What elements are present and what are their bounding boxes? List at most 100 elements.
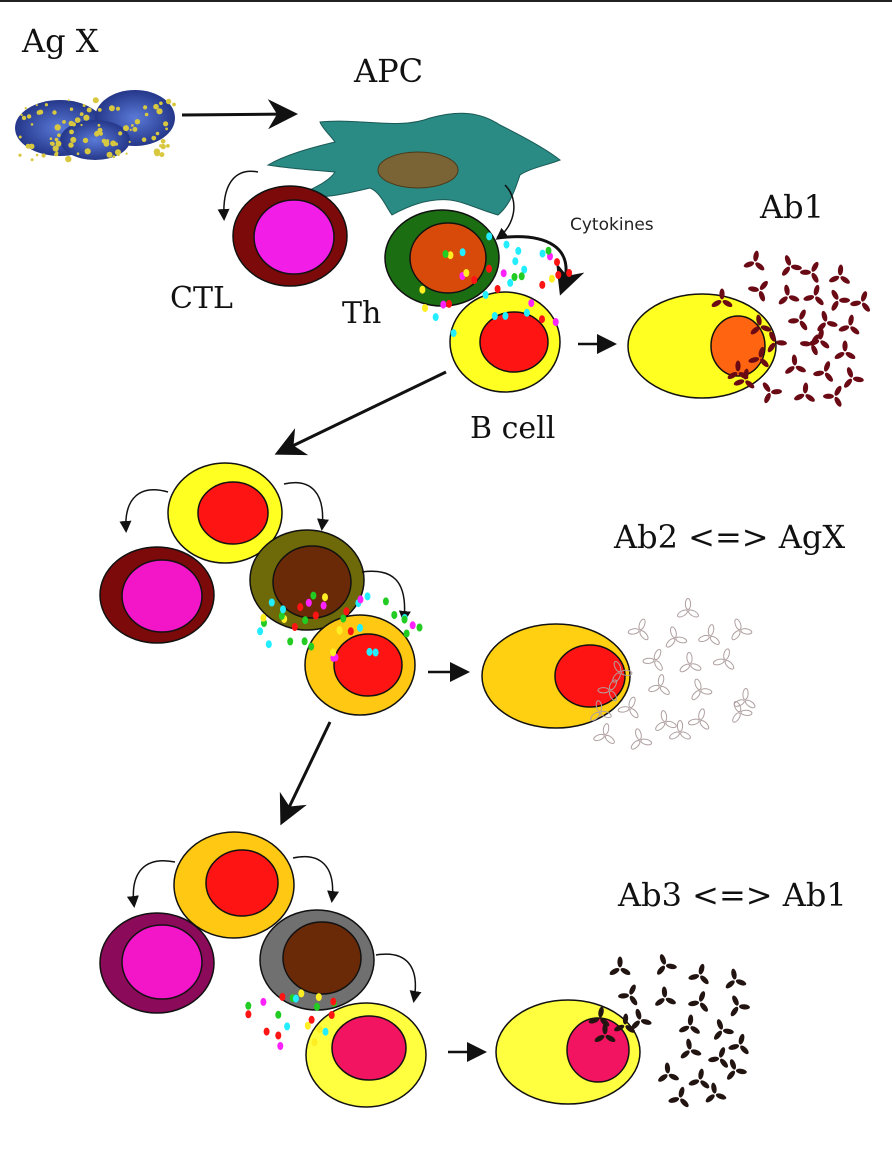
protein-speckle (141, 137, 147, 142)
cytokine-dot (554, 258, 560, 267)
antibody-icon (650, 950, 679, 977)
antibody-icon (797, 256, 828, 286)
cytokine-dot (297, 603, 304, 612)
antibody-icon (687, 1066, 714, 1091)
protein-speckle (115, 149, 121, 156)
cytokine-dot (416, 623, 423, 632)
cytokine-dot (330, 997, 337, 1006)
protein-speckle (68, 142, 74, 148)
cytokine-dot (511, 273, 518, 281)
antibody-icon (785, 304, 816, 333)
protein-speckle (28, 143, 35, 150)
protein-speckle (49, 141, 54, 145)
cytokine-dot (328, 1011, 335, 1019)
cytokine-dot (305, 598, 312, 607)
cytokine-dot (310, 591, 317, 600)
cytokine-dot (298, 989, 305, 998)
cytokine-dot (257, 627, 264, 636)
protein-speckle (108, 105, 115, 112)
bcell-nucleus-1 (479, 311, 549, 373)
antibody-icon (822, 284, 853, 314)
cytokine-dot (486, 232, 493, 241)
protein-speckle (110, 140, 117, 147)
cytokine-dot (292, 994, 299, 1003)
cytokine-dot (322, 593, 328, 602)
cytokine-dot (301, 637, 308, 646)
antibody-icon (675, 598, 701, 620)
cytokine-dot (357, 623, 363, 632)
protein-speckle (18, 135, 22, 139)
antibody-icon (686, 960, 715, 987)
protein-speckle (30, 158, 34, 162)
antibody-icon (745, 273, 777, 304)
protein-speckle (131, 124, 134, 127)
protein-speckle (20, 113, 23, 117)
antigen-protein-image (15, 90, 176, 163)
antibody-icon (686, 705, 715, 732)
cytokine-dot (245, 1001, 252, 1010)
protein-speckle (83, 114, 90, 121)
cytokine-dot (304, 1021, 311, 1030)
cytokine-dot (500, 269, 507, 278)
cytokine-dot (315, 993, 322, 1002)
cytokine-dot (545, 246, 552, 255)
antibody-icon (686, 987, 715, 1014)
protein-speckle (74, 117, 81, 123)
protein-speckle (55, 140, 62, 147)
cytokine-dot (521, 265, 528, 274)
antigen-label: Ag X (21, 22, 99, 60)
cytokine-dot (491, 312, 498, 320)
cytokine-dot (275, 1031, 282, 1040)
protein-speckle (65, 155, 72, 163)
antibody-icon (684, 674, 715, 703)
cytokine-dot (459, 248, 466, 257)
protein-speckle (98, 131, 103, 136)
protein-speckle (49, 137, 53, 140)
cytokine-dot (482, 290, 489, 299)
protein-speckle (86, 107, 92, 113)
protein-speckle (80, 123, 83, 127)
cytokine-dot (512, 257, 519, 266)
ab3-label: Ab3 <=> Ab1 (617, 876, 847, 914)
cytokine-dot (528, 299, 535, 308)
apc-to-th-arrow (495, 184, 515, 240)
cytokine-dot (391, 611, 398, 619)
antibody-icon (742, 248, 769, 273)
cytokine-dot (275, 1010, 282, 1019)
bcell3-to-ctl-arrow (126, 860, 176, 908)
cytokine-dot (471, 276, 478, 284)
protein-speckle (129, 128, 132, 131)
antibody-icon (837, 363, 866, 390)
ctl-label: CTL (170, 281, 233, 316)
protein-speckle (52, 145, 59, 152)
protein-speckle (160, 138, 166, 144)
protein-speckle (97, 123, 101, 127)
antibody-icon (807, 326, 834, 351)
row1-to-row2-arrow (274, 370, 447, 456)
protein-speckle (84, 148, 91, 155)
apc-label: APC (353, 52, 423, 90)
apc-to-ctl-arrow (217, 170, 259, 221)
cytokine-dots-2 (257, 591, 423, 662)
cytokine-dot (422, 304, 428, 312)
protein-speckle (62, 120, 66, 124)
protein-speckle (52, 110, 57, 115)
cytokine-dot (372, 648, 379, 657)
cytokine-dot (419, 285, 426, 294)
protein-speckle (134, 119, 141, 125)
cytokine-dot (277, 1042, 284, 1050)
antibody-icon (774, 282, 801, 307)
cytokine-dot (313, 1002, 320, 1011)
cytokine-dot (494, 285, 501, 293)
cytokine-dot (311, 1038, 318, 1047)
th-to-bcell-arrow (496, 235, 585, 296)
protein-speckle (26, 114, 32, 119)
antibody-icon (732, 687, 759, 710)
protein-speckle (67, 99, 70, 102)
cytokine-dot (284, 1022, 291, 1031)
bcell2-to-ctl-arrow (119, 489, 169, 533)
cytokine-dot (279, 992, 286, 1001)
protein-speckle (159, 152, 165, 158)
antibody-icon (811, 357, 840, 384)
bcell-top-nucleus-2 (197, 481, 269, 545)
